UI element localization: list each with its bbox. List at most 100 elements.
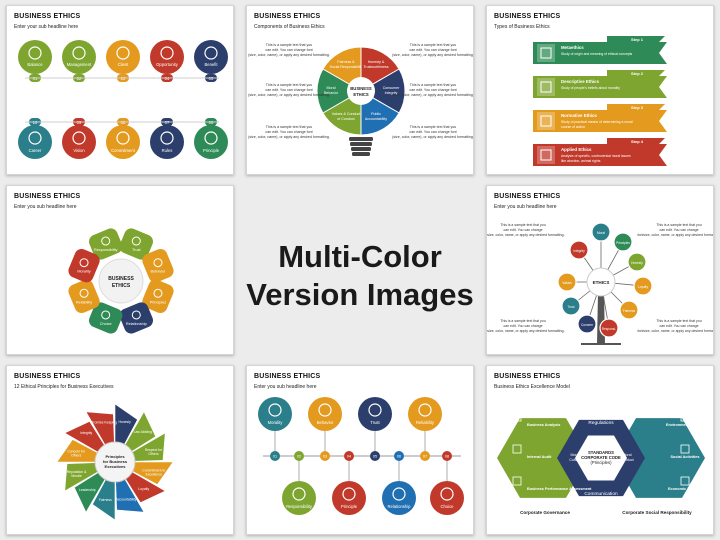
step-icon	[540, 115, 552, 127]
left-label: Business Performance Assessment	[527, 487, 592, 491]
icon-ring	[116, 46, 130, 60]
icon-ring	[440, 487, 454, 501]
tree-ground	[581, 343, 621, 345]
top-circle	[194, 40, 228, 74]
timeline-number: 03	[323, 455, 327, 459]
timeline-top-circle	[358, 397, 392, 431]
blade-label: Others	[71, 453, 81, 457]
right-icon	[680, 476, 690, 486]
timeline-bottom-label: Relationship	[387, 504, 411, 509]
icon-ring	[28, 131, 42, 145]
slide-subtitle: Enter you sub headline here	[254, 384, 317, 390]
center-label: BUSINESS	[108, 276, 134, 282]
step-band	[533, 76, 667, 98]
timeline-top-label: Morality	[268, 420, 284, 425]
icon-ring	[342, 487, 356, 501]
footer-left-label: Corporate Governance	[520, 510, 570, 515]
step-label: Step 4	[631, 139, 644, 144]
sample-text: can edit. You can change	[659, 324, 698, 328]
sample-text: can edit. You can change font	[409, 130, 456, 134]
tree-node	[627, 252, 647, 272]
tree-node-label: Trust	[567, 305, 574, 309]
bulb-segment	[360, 90, 400, 136]
step-icon	[540, 149, 552, 161]
inner-hexagon	[575, 435, 627, 481]
tree-center	[586, 267, 616, 297]
segment-label: Fairness &	[337, 60, 355, 64]
slide-thumbnail-1[interactable]: BUSINESS ETHICS Enter your sub headline …	[6, 5, 234, 175]
center-label: for Business	[103, 459, 128, 464]
step-icon-box	[537, 78, 555, 96]
slide-thumbnail-7[interactable]: BUSINESS ETHICS Enter you sub headline h…	[246, 365, 474, 535]
tree-node-label: Fairness	[623, 309, 636, 313]
step-label: Step 3	[631, 105, 644, 110]
step-desc: course of action	[561, 125, 585, 129]
step-tab	[607, 104, 665, 110]
blade-label: Concern for	[67, 449, 86, 453]
sample-text: (size, color, name), or apply any desire…	[248, 53, 330, 57]
step-icon-box	[537, 146, 555, 164]
petal	[142, 249, 174, 283]
blade-label: Fairness	[99, 498, 112, 502]
left-label: Business Analysis	[527, 423, 560, 427]
bulb-center	[347, 77, 375, 105]
bottom-circle-label: Career	[29, 148, 42, 153]
sample-text: fontsize, color, name, or apply any desi…	[637, 329, 714, 333]
tree-node-label: Values	[562, 281, 572, 285]
communication-label: Communication	[584, 491, 618, 497]
step-desc: Analysis of specific, controversial mora…	[561, 154, 631, 158]
slide-thumbnail-5[interactable]: BUSINESS ETHICS Enter you sub headline h…	[486, 185, 714, 355]
slide-thumbnail-4[interactable]: BUSINESS ETHICS Enter you sub headline h…	[6, 185, 234, 355]
pinwheel-blade	[114, 461, 145, 513]
timeline-top-label: Reliability	[416, 420, 435, 425]
step-desc: Study of people's beliefs about morality	[561, 86, 620, 90]
bottom-circle-label: Vision	[73, 148, 85, 153]
slide-thumbnail-3[interactable]: BUSINESS ETHICS Types of Business Ethics…	[486, 5, 714, 175]
bottom-circle	[106, 125, 140, 159]
left-icon	[512, 412, 522, 422]
tree-node	[599, 318, 619, 338]
icon-ring	[160, 46, 174, 60]
center-heading: Multi-Color Version Images	[240, 238, 480, 314]
petal-icon	[79, 288, 89, 298]
timeline-number-dot	[320, 451, 330, 461]
blade-label: Law Abiding	[134, 430, 152, 434]
bottom-circle	[62, 125, 96, 159]
step-desc: Study of origin and meaning of ethical c…	[561, 52, 633, 56]
timeline-number-dot	[420, 451, 430, 461]
bottom-circle	[150, 125, 184, 159]
step-icon	[540, 47, 552, 59]
right-label: Social Activities	[671, 455, 700, 459]
bottom-circle-label: Commitment	[111, 148, 136, 153]
timeline-bottom-circle	[382, 481, 416, 515]
petal	[89, 302, 123, 334]
slide-subtitle: Enter you sub headline here	[494, 204, 557, 210]
center-label: Executives	[105, 464, 127, 469]
icon-ring	[418, 403, 432, 417]
step-tab	[607, 138, 665, 144]
moral-conduct-label: Moral	[623, 453, 632, 457]
sample-text: fontsize, color, name, or apply any desi…	[637, 233, 714, 237]
slide-subtitle: Types of Business Ethics	[494, 24, 550, 30]
sample-text: This is a sample text that you	[500, 223, 545, 227]
sample-text: fontsize, color, name, or apply any desi…	[487, 233, 565, 237]
blade-label: Promise Keeping	[91, 421, 117, 425]
blade-label: Leadership	[79, 488, 96, 492]
center-title: STANDARDS	[588, 450, 614, 455]
top-circle	[150, 40, 184, 74]
bottom-circle	[18, 125, 52, 159]
timeline-top-circle	[258, 397, 292, 431]
slide-thumbnail-8[interactable]: BUSINESS ETHICS Business Ethics Excellen…	[486, 365, 714, 535]
top-circle	[62, 40, 96, 74]
step-name: Normative Ethics	[561, 113, 597, 118]
slide-thumbnail-6[interactable]: BUSINESS ETHICS 12 Ethical Principles fo…	[6, 365, 234, 535]
timeline-number: 04	[347, 455, 351, 459]
tree-node	[577, 314, 597, 334]
bulb-segment	[322, 46, 362, 92]
slide-thumbnail-2[interactable]: BUSINESS ETHICS Components of Business E…	[246, 5, 474, 175]
timeline-number: 02	[297, 455, 301, 459]
left-hexagon	[497, 418, 589, 498]
pinwheel-center	[94, 441, 136, 483]
bulb-segment	[360, 68, 406, 114]
